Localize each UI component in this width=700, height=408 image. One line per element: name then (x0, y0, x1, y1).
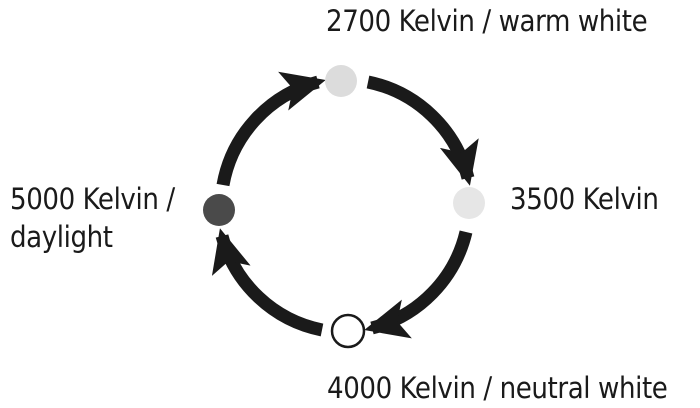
label-3500-kelvin: 3500 Kelvin (510, 182, 659, 216)
label-2700-kelvin-warm-white: 2700 Kelvin / warm white (326, 4, 648, 38)
node-4000-kelvin (330, 313, 366, 349)
arrow-3500-to-4000 (364, 230, 473, 339)
arrow-2700-to-3500 (366, 75, 479, 186)
label-daylight-line: daylight (10, 220, 113, 254)
arrow-4000-to-5000 (211, 228, 324, 337)
label-5000-kelvin-line: 5000 Kelvin / (10, 182, 175, 216)
label-5000-kelvin-daylight: 5000 Kelvin / daylight (10, 180, 175, 256)
node-2700-kelvin (325, 65, 357, 97)
node-5000-kelvin (203, 194, 235, 226)
node-3500-kelvin (453, 187, 485, 219)
arrow-5000-to-2700 (216, 71, 326, 187)
label-4000-kelvin-neutral-white: 4000 Kelvin / neutral white (327, 371, 668, 405)
